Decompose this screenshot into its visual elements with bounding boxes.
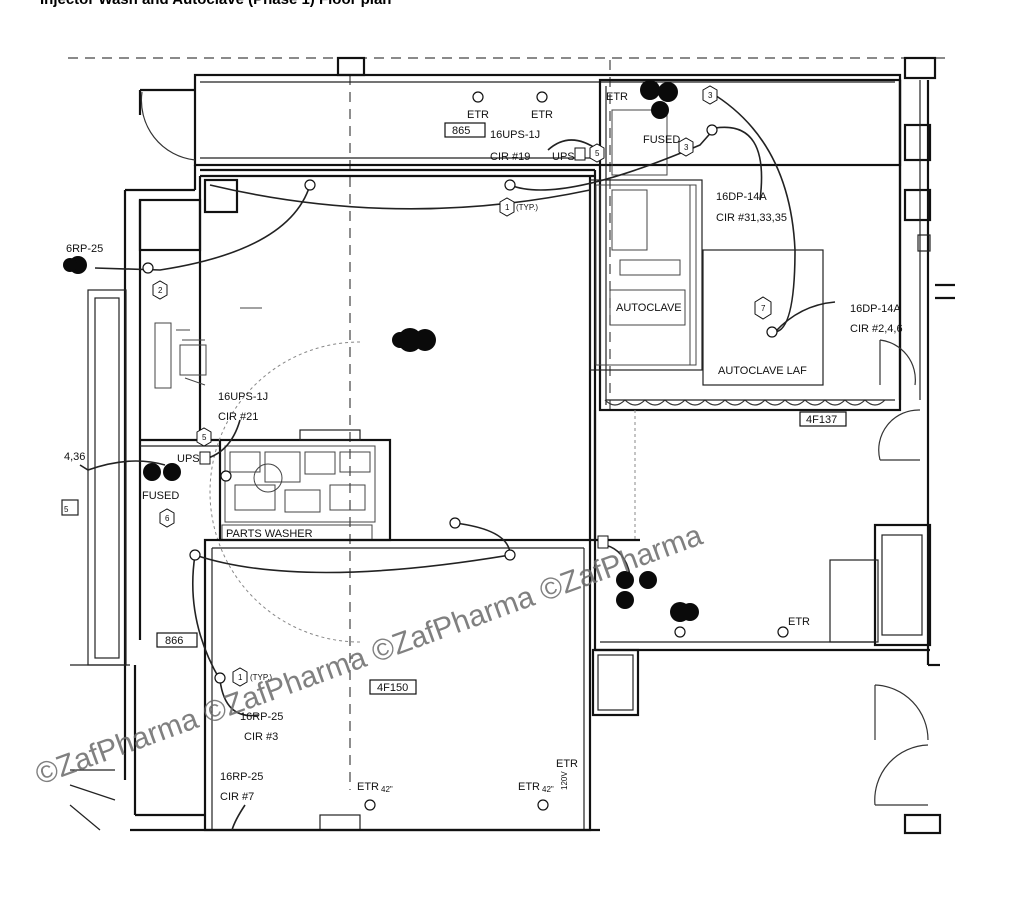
dp-top-cir: CIR #31,33,35 xyxy=(716,212,787,224)
rp-mid-panel: 16RP-25 xyxy=(240,711,283,723)
etr-label-6: ETR xyxy=(518,781,540,793)
ups-top-cir: CIR #19 xyxy=(490,151,530,163)
left-stairs xyxy=(69,769,116,831)
left-small-marker xyxy=(61,499,79,516)
svg-text:5: 5 xyxy=(595,149,600,158)
rp-mid-cir: CIR #3 xyxy=(244,731,278,743)
hex-tag-1-top: 1 xyxy=(499,197,515,217)
desk-and-chair xyxy=(154,307,262,389)
autoclave-machine xyxy=(589,109,703,371)
lower-room-walls xyxy=(130,538,640,832)
svg-text:7: 7 xyxy=(761,304,766,313)
hex-tag-1-lower: 1 xyxy=(232,667,248,687)
right-door-swing-lower-a xyxy=(874,684,929,741)
hex-tag-3-top: 3 xyxy=(702,85,718,105)
ups-label-top: UPS xyxy=(552,151,575,163)
autoclave-laf xyxy=(702,249,824,386)
etr-42-label-1: 42" xyxy=(381,785,393,794)
parts-washer xyxy=(218,429,392,542)
right-door-swing-mid xyxy=(878,409,921,461)
ups-top-panel: 16UPS-1J xyxy=(490,129,540,141)
rp-left-panel: 6RP-25 xyxy=(66,243,103,255)
etr-label-2: ETR xyxy=(531,109,553,121)
right-door-swing-upper xyxy=(879,339,916,386)
typ-label-lower: (TYP.) xyxy=(250,673,272,682)
hex-tag-6: 6 xyxy=(159,508,175,528)
fused-label-left: FUSED xyxy=(142,490,179,502)
etr-42-label-2: 42" xyxy=(542,785,554,794)
svg-text:2: 2 xyxy=(158,286,163,295)
parts-washer-clearance-arc xyxy=(209,341,361,643)
plan-title: Injector Wash and Autoclave (Phase 1) Fl… xyxy=(40,0,391,8)
hex-tag-5-left: 5 xyxy=(196,427,212,447)
redaction-blobs xyxy=(63,80,699,622)
svg-text:3: 3 xyxy=(708,91,713,100)
ups-junction-top xyxy=(574,147,586,161)
etr-label-3: ETR xyxy=(606,91,628,103)
left-partial-cir: 4,36 xyxy=(64,451,85,463)
svg-text:1: 1 xyxy=(238,673,243,682)
autoclave-label: AUTOCLAVE xyxy=(616,302,682,314)
dp-top-panel: 16DP-14A xyxy=(716,191,767,203)
junction-right xyxy=(597,535,609,549)
ups-left-cir: CIR #21 xyxy=(218,411,258,423)
typ-label-top: (TYP.) xyxy=(516,203,538,212)
rp-low-cir: CIR #7 xyxy=(220,791,254,803)
hex-tag-7: 7 xyxy=(754,296,772,320)
svg-text:6: 6 xyxy=(165,514,170,523)
dp-right-panel: 16DP-14A xyxy=(850,303,901,315)
etr-label-1: ETR xyxy=(467,109,489,121)
left-tall-cabinet xyxy=(70,289,130,666)
fused-label-top: FUSED xyxy=(643,134,680,146)
top-corridor-walls xyxy=(138,56,937,167)
ups-left-panel: 16UPS-1J xyxy=(218,391,268,403)
svg-text:1: 1 xyxy=(505,203,510,212)
room-4f137-label: 4F137 xyxy=(806,414,837,426)
room-4f150-label: 4F150 xyxy=(377,682,408,694)
room-865-label: 865 xyxy=(452,125,470,137)
ups-label-left: UPS xyxy=(177,453,200,465)
right-door-swing-lower-b xyxy=(874,744,929,806)
room-866-label: 866 xyxy=(165,635,183,647)
vertical-label: 120V xyxy=(560,771,569,790)
dp-right-cir: CIR #2,4,6 xyxy=(850,323,903,335)
right-lower-room-walls xyxy=(591,410,932,717)
ups-junction-left xyxy=(199,451,211,465)
svg-text:5: 5 xyxy=(202,433,207,442)
hex-tag-5-top: 5 xyxy=(589,143,605,163)
top-left-door-swing xyxy=(140,91,196,161)
svg-text:3: 3 xyxy=(684,143,689,152)
outlet-symbols xyxy=(142,91,789,811)
svg-text:5: 5 xyxy=(64,505,69,514)
hex-tag-3-mid: 3 xyxy=(678,137,694,157)
etr-label-5: ETR xyxy=(357,781,379,793)
hex-tag-2: 2 xyxy=(152,280,168,300)
parts-washer-label: PARTS WASHER xyxy=(226,528,313,540)
autoclave-laf-label: AUTOCLAVE LAF xyxy=(718,365,807,377)
etr-label-7: ETR xyxy=(556,758,578,770)
rp-low-panel: 16RP-25 xyxy=(220,771,263,783)
etr-label-4: ETR xyxy=(788,616,810,628)
